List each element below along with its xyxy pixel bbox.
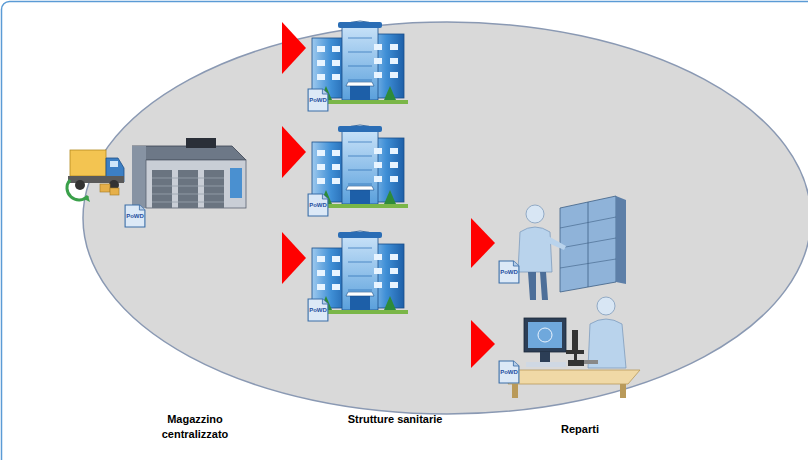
document-label: PoWD: [498, 360, 520, 375]
stage-label: Strutture sanitarie: [340, 412, 450, 427]
document-icon: PoWD: [124, 204, 146, 228]
document-icon: PoWD: [307, 88, 329, 112]
document-label: PoWD: [307, 193, 329, 208]
document-icon: PoWD: [498, 360, 520, 384]
document-label: PoWD: [498, 260, 520, 275]
stage-label: Magazzino centralizzato: [140, 412, 250, 442]
document-icon: PoWD: [498, 260, 520, 284]
stage-label: Reparti: [540, 422, 620, 437]
document-label: PoWD: [124, 204, 146, 219]
document-icon: PoWD: [307, 298, 329, 322]
document-label: PoWD: [307, 298, 329, 313]
document-label: PoWD: [307, 88, 329, 103]
document-icon: PoWD: [307, 193, 329, 217]
